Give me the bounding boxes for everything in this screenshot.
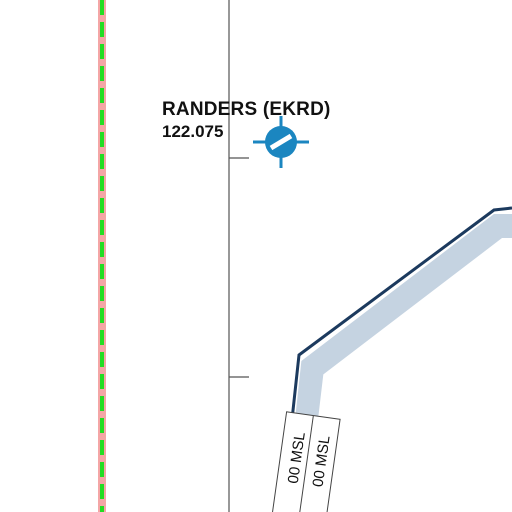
airport-icon[interactable]	[253, 116, 309, 168]
airport-name-label[interactable]: RANDERS (EKRD)	[162, 99, 331, 120]
runway-icon	[269, 133, 293, 151]
altitude-label-divider	[297, 415, 314, 512]
altitude-label: 00 MSL 00 MSL	[270, 411, 341, 512]
grid-line	[228, 0, 249, 512]
airport-frequency-label: 122.075	[162, 122, 224, 141]
